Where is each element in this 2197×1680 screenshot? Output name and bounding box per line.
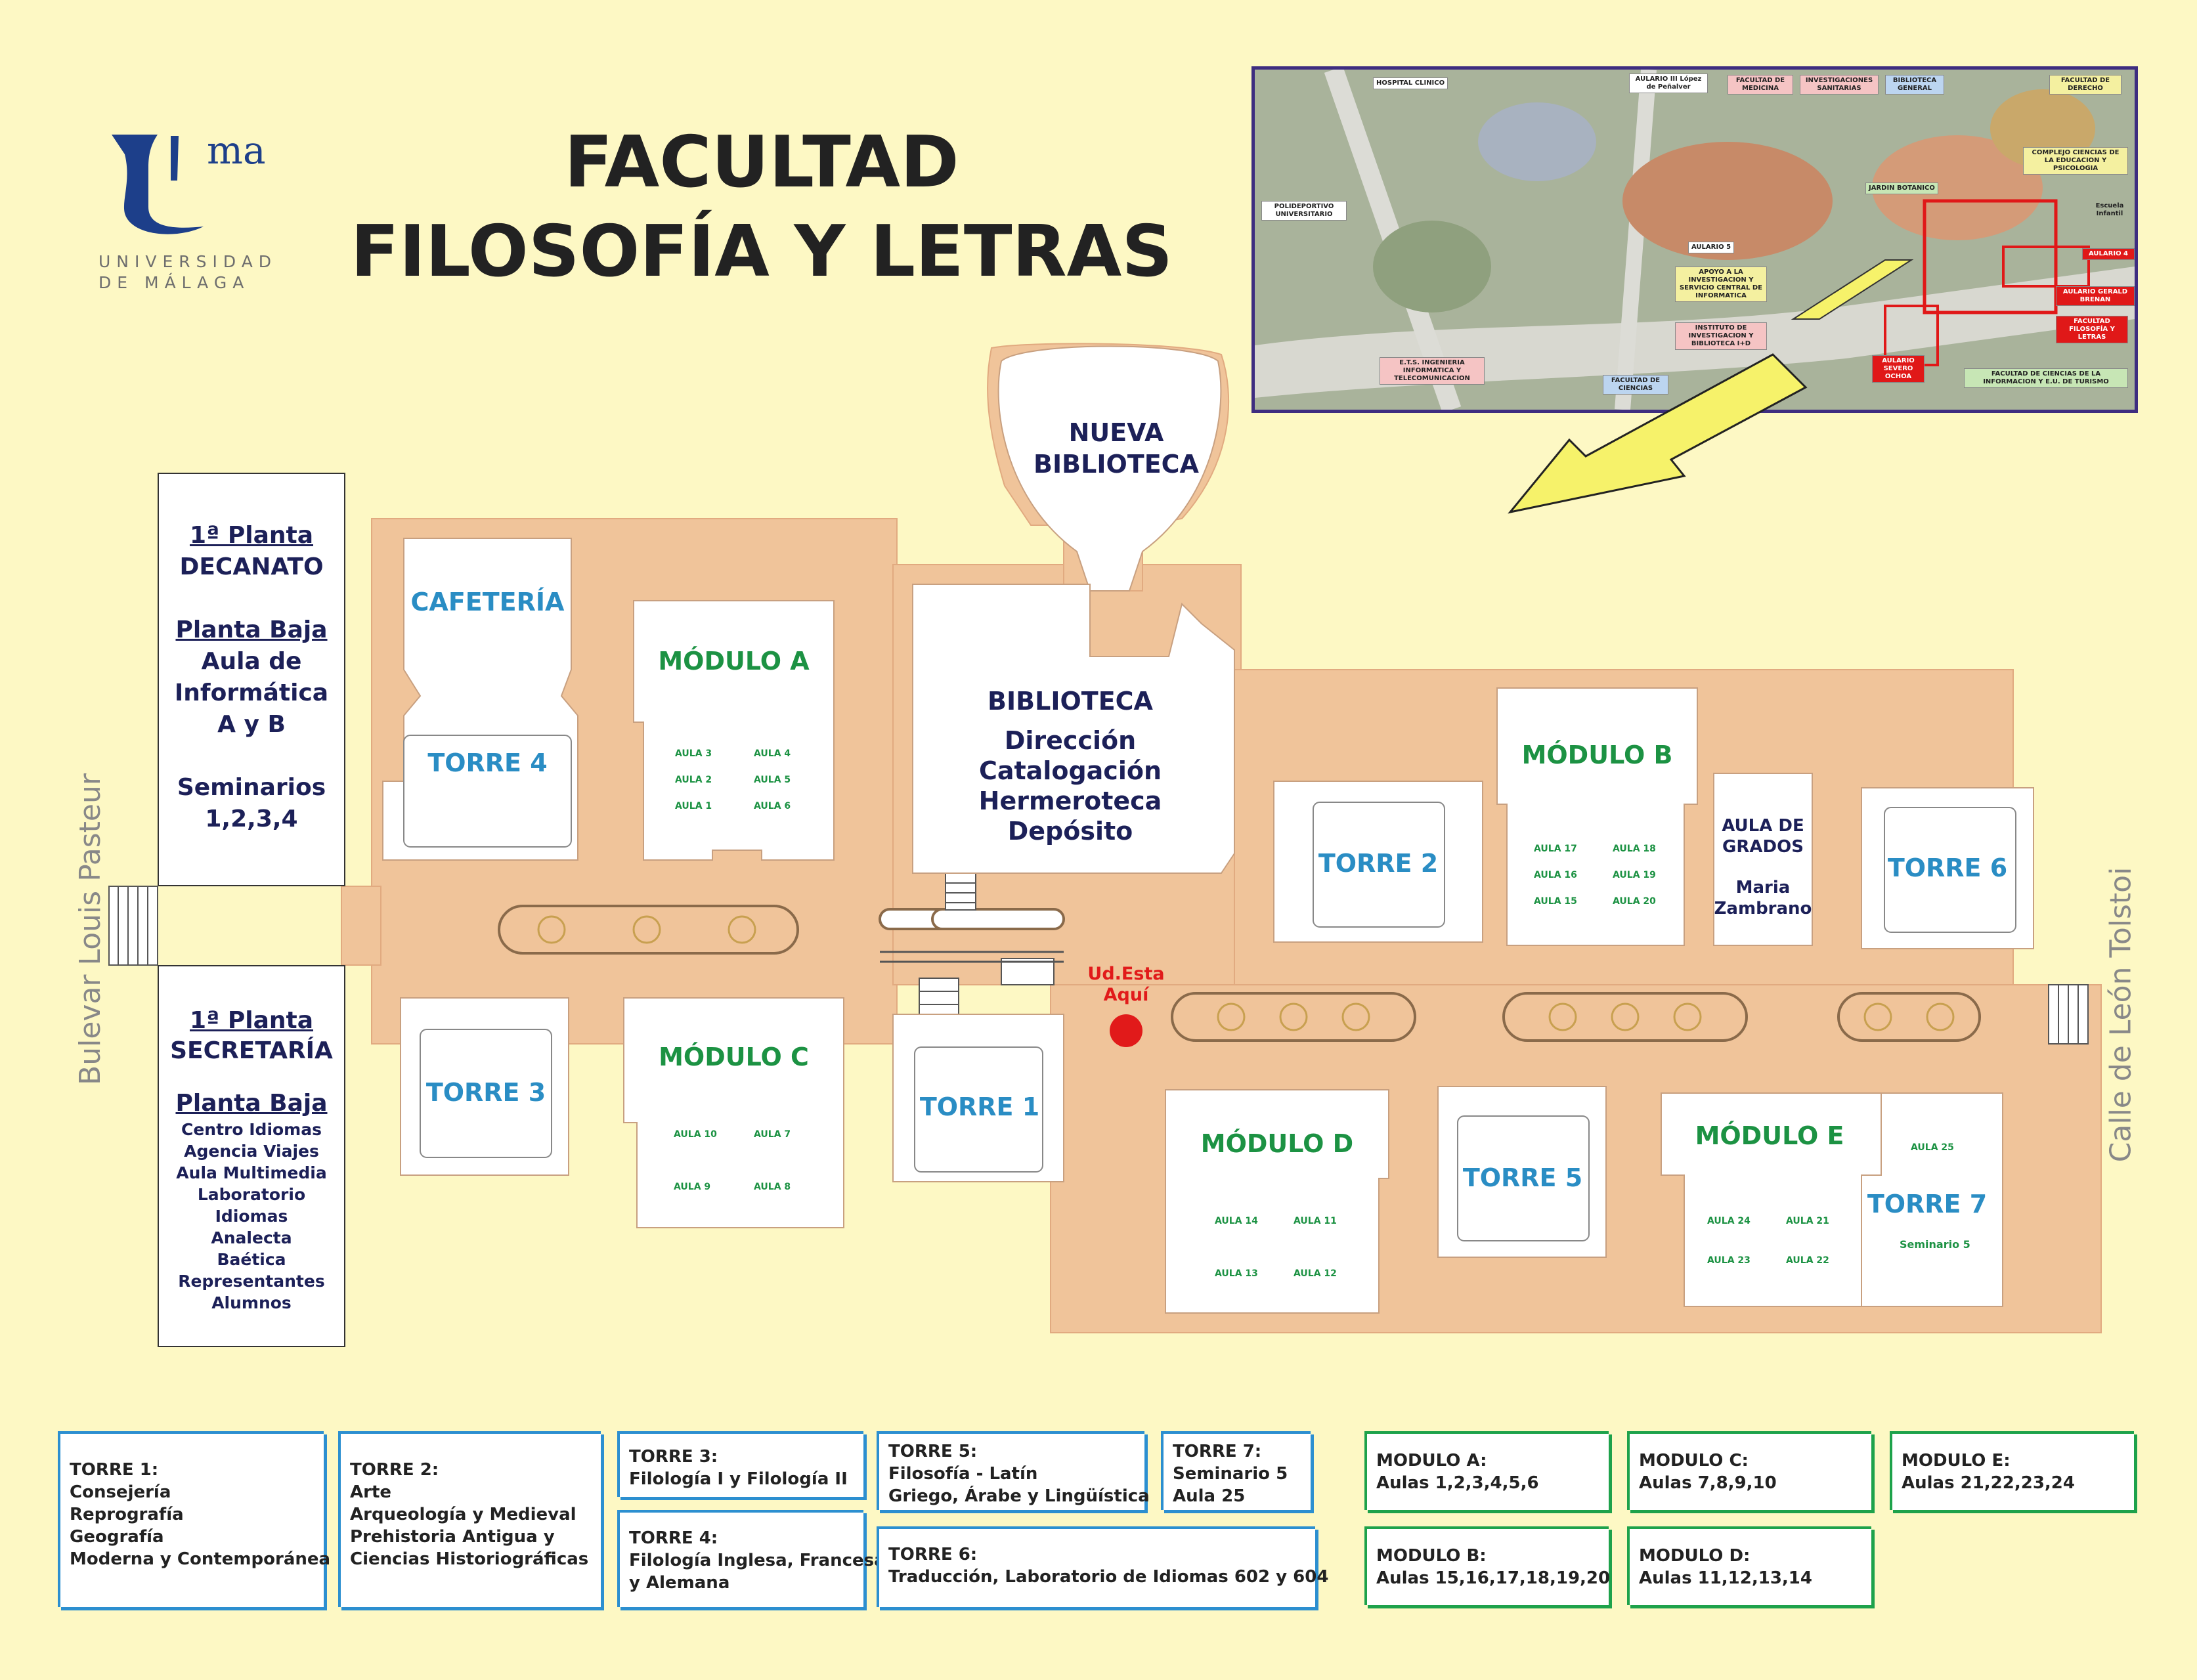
aula-12: AULA 12	[1294, 1268, 1337, 1279]
aula-9: AULA 9	[674, 1182, 711, 1192]
mini-label-gerald-brenan: AULARIO GERALD BRENAN	[2056, 286, 2135, 306]
aula-14: AULA 14	[1215, 1216, 1258, 1226]
mini-label-polideportivo: POLIDEPORTIVO UNIVERSITARIO	[1261, 201, 1347, 221]
torre-1-label: TORRE 1	[919, 1092, 1040, 1121]
aula-4: AULA 4	[754, 748, 791, 759]
aula-8: AULA 8	[754, 1182, 791, 1192]
mini-label-aulario4: AULARIO 4	[2082, 248, 2135, 260]
mini-label-medicina: FACULTAD DE MEDICINA	[1728, 75, 1793, 95]
legend-torre-2: TORRE 2: Arte Arqueología y Medieval Pre…	[338, 1431, 601, 1607]
aula-de-grados-label: AULA DE GRADOS Maria Zambrano	[1714, 816, 1812, 918]
aula-5: AULA 5	[754, 775, 791, 785]
modulo-e-label: MÓDULO E	[1695, 1121, 1844, 1150]
mini-label-ciencias: FACULTAD DE CIENCIAS	[1603, 375, 1668, 395]
torre-2-label: TORRE 2	[1318, 849, 1439, 878]
aula-7: AULA 7	[754, 1129, 791, 1140]
legend-modulo-e: MODULO E: Aulas 21,22,23,24	[1890, 1431, 2134, 1510]
aula-18: AULA 18	[1613, 844, 1656, 854]
you-are-here-marker	[1110, 1014, 1142, 1047]
mini-label-etsi: E.T.S. INGENIERIA INFORMATICA Y TELECOMU…	[1380, 357, 1485, 385]
mini-label-derecho: FACULTAD DE DERECHO	[2049, 75, 2121, 95]
legend-modulo-d: MODULO D: Aulas 11,12,13,14	[1627, 1526, 1871, 1605]
torre-7-label: TORRE 7	[1867, 1190, 1988, 1218]
modulo-d-label: MÓDULO D	[1200, 1129, 1354, 1158]
you-are-here-label: Ud.Esta Aquí	[1087, 964, 1165, 1005]
aula-21: AULA 21	[1786, 1216, 1829, 1226]
uma-logo: ma	[105, 128, 276, 240]
aula-22: AULA 22	[1786, 1255, 1829, 1266]
aula-17: AULA 17	[1534, 844, 1577, 854]
aula-15: AULA 15	[1534, 896, 1577, 907]
legend-modulo-c: MODULO C: Aulas 7,8,9,10	[1627, 1431, 1871, 1510]
street-left: Bulevar Louis Pasteur	[73, 773, 107, 1085]
modulo-c-label: MÓDULO C	[659, 1043, 809, 1071]
modulo-b-label: MÓDULO B	[1521, 741, 1673, 769]
mini-label-biblioteca-general: BIBLIOTECA GENERAL	[1885, 75, 1944, 95]
legend-torre-5: TORRE 5: Filosofía - Latín Griego, Árabe…	[877, 1431, 1150, 1510]
torre-4-label: TORRE 4	[427, 748, 548, 777]
secretaria-list: Centro Idiomas Agencia Viajes Aula Multi…	[176, 1120, 327, 1312]
mini-label-filosofia: FACULTAD FILOSOFÍA Y LETRAS	[2056, 316, 2128, 343]
side-board-secretaria: 1ª Planta SECRETARÍA Planta Baja Centro …	[158, 965, 345, 1347]
legend-torre-6: TORRE 6: Traducción, Laboratorio de Idio…	[877, 1526, 1328, 1607]
aula-10: AULA 10	[674, 1129, 717, 1140]
mini-label-investigaciones: INVESTIGACIONES SANITARIAS	[1800, 75, 1879, 95]
legend-torre-4: TORRE 4: Filología Inglesa, Francesa y A…	[617, 1510, 886, 1607]
mini-label-informacion: FACULTAD DE CIENCIAS DE LA INFORMACION Y…	[1964, 368, 2128, 388]
mini-label-jardin: JARDIN BOTANICO	[1865, 183, 1938, 194]
location-arrow-icon	[1508, 353, 1808, 514]
mini-label-aulario5: AULARIO 5	[1688, 242, 1735, 253]
side-board-decanato: 1ª Planta DECANATO Planta Baja Aula de I…	[158, 473, 345, 886]
aula-23: AULA 23	[1707, 1255, 1751, 1266]
legend-torre-7: TORRE 7: Seminario 5 Aula 25	[1161, 1431, 1311, 1510]
aula-3: AULA 3	[675, 748, 712, 759]
modulo-a-label: MÓDULO A	[658, 647, 810, 676]
page-title: FACULTAD FILOSOFÍA Y LETRAS	[350, 121, 1173, 293]
aula-19: AULA 19	[1613, 870, 1656, 880]
uma-logo-text: ma	[207, 128, 266, 173]
aula-16: AULA 16	[1534, 870, 1577, 880]
mini-label-aulario3: AULARIO III López de Peñalver	[1629, 74, 1708, 93]
torre-6-label: TORRE 6	[1887, 853, 2008, 882]
aula-13: AULA 13	[1215, 1268, 1258, 1279]
aula-11: AULA 11	[1294, 1216, 1337, 1226]
legend-torre-1: TORRE 1: Consejería Reprografía Geografí…	[58, 1431, 330, 1607]
campus-minimap: HOSPITAL CLINICO AULARIO III López de Pe…	[1251, 66, 2138, 413]
mini-label-escuela: Escuela Infantil	[2095, 202, 2124, 217]
torre-3-label: TORRE 3	[425, 1078, 546, 1107]
torre-5-label: TORRE 5	[1462, 1163, 1583, 1192]
mini-label-hospital: HOSPITAL CLINICO	[1373, 77, 1448, 89]
seminario-5: Seminario 5	[1900, 1238, 1970, 1251]
aula-20: AULA 20	[1613, 896, 1656, 907]
mini-label-instituto: INSTITUTO DE INVESTIGACION Y BIBLIOTECA …	[1675, 322, 1767, 350]
street-right: Calle de León Tolstoi	[2104, 867, 2138, 1163]
aula-24: AULA 24	[1707, 1216, 1751, 1226]
aula-6: AULA 6	[754, 801, 791, 811]
nueva-biblioteca-label: NUEVA BIBLIOTECA	[1033, 418, 1199, 479]
aula-2: AULA 2	[675, 775, 712, 785]
cafeteria-label: CAFETERÍA	[410, 588, 565, 616]
mini-label-severo-ochoa: AULARIO SEVERO OCHOA	[1872, 355, 1925, 383]
uma-logo-mark-icon	[112, 135, 204, 234]
mini-label-educacion: COMPLEJO CIENCIAS DE LA EDUCACION Y PSIC…	[2023, 147, 2128, 175]
legend-modulo-b: MODULO B: Aulas 15,16,17,18,19,20	[1364, 1526, 1610, 1605]
legend-torre-3: TORRE 3: Filología I y Filología II	[617, 1431, 863, 1497]
aula-25: AULA 25	[1911, 1142, 1954, 1153]
aula-1: AULA 1	[675, 801, 712, 811]
legend-modulo-a: MODULO A: Aulas 1,2,3,4,5,6	[1364, 1431, 1609, 1510]
university-name: UNIVERSIDAD DE MÁLAGA	[98, 252, 278, 292]
biblioteca-label: BIBLIOTECA Dirección Catalogación Hermer…	[978, 687, 1162, 846]
mini-label-apoyo: APOYO A LA INVESTIGACION Y SERVICIO CENT…	[1675, 267, 1767, 302]
